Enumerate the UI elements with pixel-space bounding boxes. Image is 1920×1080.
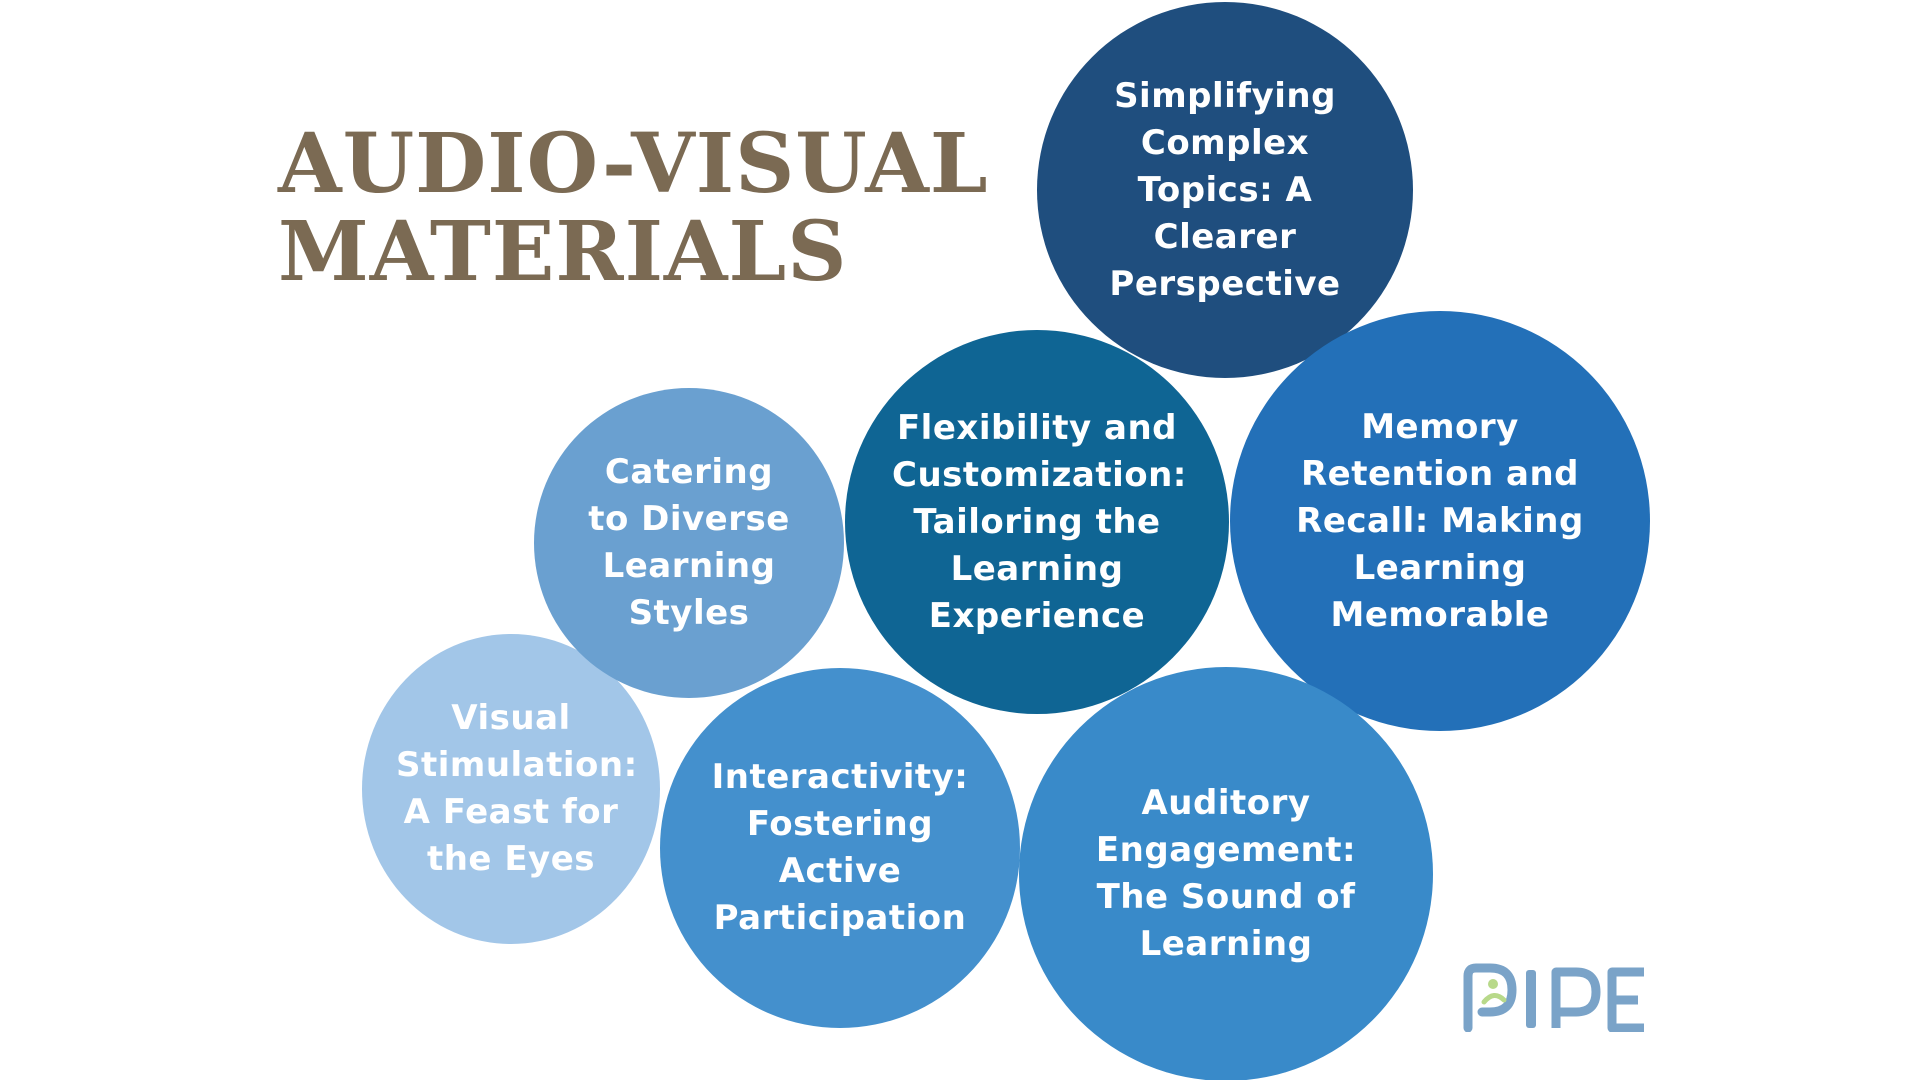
- bubble-label: Interactivity: Fostering Active Particip…: [711, 757, 969, 938]
- title-line-2: MATERIALS: [278, 204, 848, 300]
- bubble-label: Flexibility and Customization: Tailoring…: [892, 407, 1187, 636]
- bubble-visual-stimulation: Visual Stimulation: A Feast for the Eyes: [362, 634, 660, 944]
- title-line-1: AUDIO-VISUAL: [278, 116, 989, 212]
- bubble-catering-diverse-styles: Catering to Diverse Learning Styles: [534, 388, 844, 698]
- pipe-logo-icon: [1463, 963, 1644, 1032]
- bubble-simplifying-complex-topics: Simplifying Complex Topics: A Clearer Pe…: [1037, 2, 1413, 378]
- bubble-interactivity: Interactivity: Fostering Active Particip…: [660, 668, 1020, 1028]
- page-title: AUDIO-VISUAL MATERIALS: [278, 120, 989, 296]
- bubble-memory-retention: Memory Retention and Recall: Making Lear…: [1230, 311, 1650, 731]
- bubble-label: Catering to Diverse Learning Styles: [588, 452, 790, 633]
- bubble-auditory-engagement: Auditory Engagement: The Sound of Learni…: [1019, 667, 1433, 1080]
- bubble-label: Simplifying Complex Topics: A Clearer Pe…: [1109, 75, 1341, 304]
- bubble-flexibility-customization: Flexibility and Customization: Tailoring…: [845, 330, 1229, 714]
- bubble-label: Visual Stimulation: A Feast for the Eyes: [396, 698, 638, 879]
- bubble-label: Auditory Engagement: The Sound of Learni…: [1095, 783, 1357, 964]
- bubble-label: Memory Retention and Recall: Making Lear…: [1296, 406, 1584, 635]
